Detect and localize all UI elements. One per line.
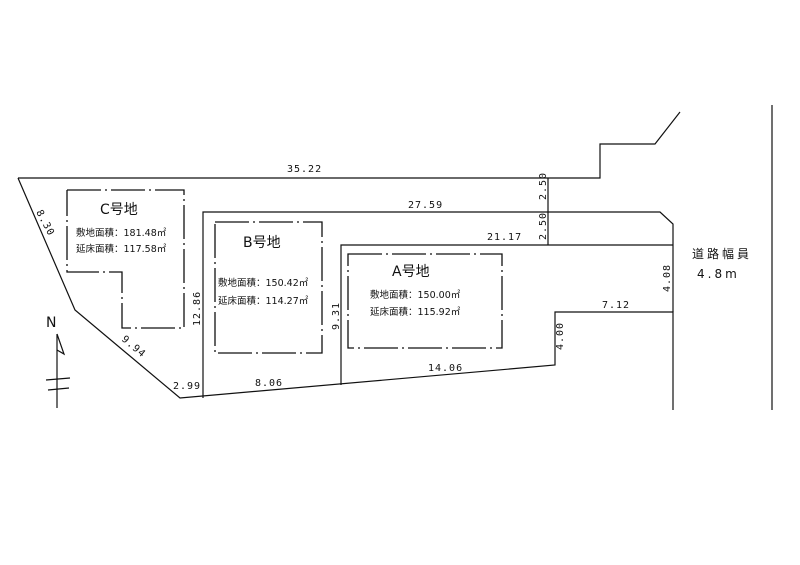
dim-left-upper: 8.30 xyxy=(33,208,56,238)
lot-b-site-area: 敷地面積：150.42㎡ xyxy=(218,277,309,289)
north-label: N xyxy=(46,315,56,331)
lot-c-floor-area: 延床面積：117.58㎡ xyxy=(76,243,167,255)
dim-left-lower: 9.94 xyxy=(119,334,148,360)
dim-a-top: 21.17 xyxy=(487,232,522,243)
dim-set1: 2.50 xyxy=(538,172,549,200)
dim-b-top: 27.59 xyxy=(408,200,443,211)
dim-right-lower: 4.00 xyxy=(555,322,566,350)
road-title: 道路幅員 xyxy=(692,246,752,261)
lot-b-boundary xyxy=(202,211,674,398)
building-c-footprint xyxy=(66,189,185,329)
parcel-boundary xyxy=(18,111,681,179)
dim-top-edge: 35.22 xyxy=(287,164,322,175)
building-a-footprint xyxy=(347,253,503,349)
lot-a-label: A号地 xyxy=(392,264,430,280)
dim-bottom-left: 2.99 xyxy=(173,381,201,392)
lot-c-site-area: 敷地面積：181.48㎡ xyxy=(76,227,167,239)
dim-set2: 2.50 xyxy=(538,212,549,240)
dim-bottom-right: 14.06 xyxy=(428,363,463,374)
dim-bottom-mid: 8.06 xyxy=(255,378,283,389)
building-b-footprint xyxy=(214,221,323,354)
dim-right-step: 7.12 xyxy=(602,300,630,311)
dim-a-left: 9.31 xyxy=(331,302,342,330)
dim-b-left: 12.86 xyxy=(192,291,203,326)
lot-b-floor-area: 延床面積：114.27㎡ xyxy=(218,295,309,307)
lot-c-label: C号地 xyxy=(100,202,138,218)
lot-a-boundary xyxy=(340,244,673,385)
north-arrow: N xyxy=(45,315,71,408)
road-width: 4.8m xyxy=(697,267,740,281)
lot-b-label: B号地 xyxy=(243,235,281,251)
lot-a-floor-area: 延床面積：115.92㎡ xyxy=(370,306,461,318)
dim-right-upper: 4.08 xyxy=(662,264,673,292)
lot-a-site-area: 敷地面積：150.00㎡ xyxy=(370,289,461,301)
